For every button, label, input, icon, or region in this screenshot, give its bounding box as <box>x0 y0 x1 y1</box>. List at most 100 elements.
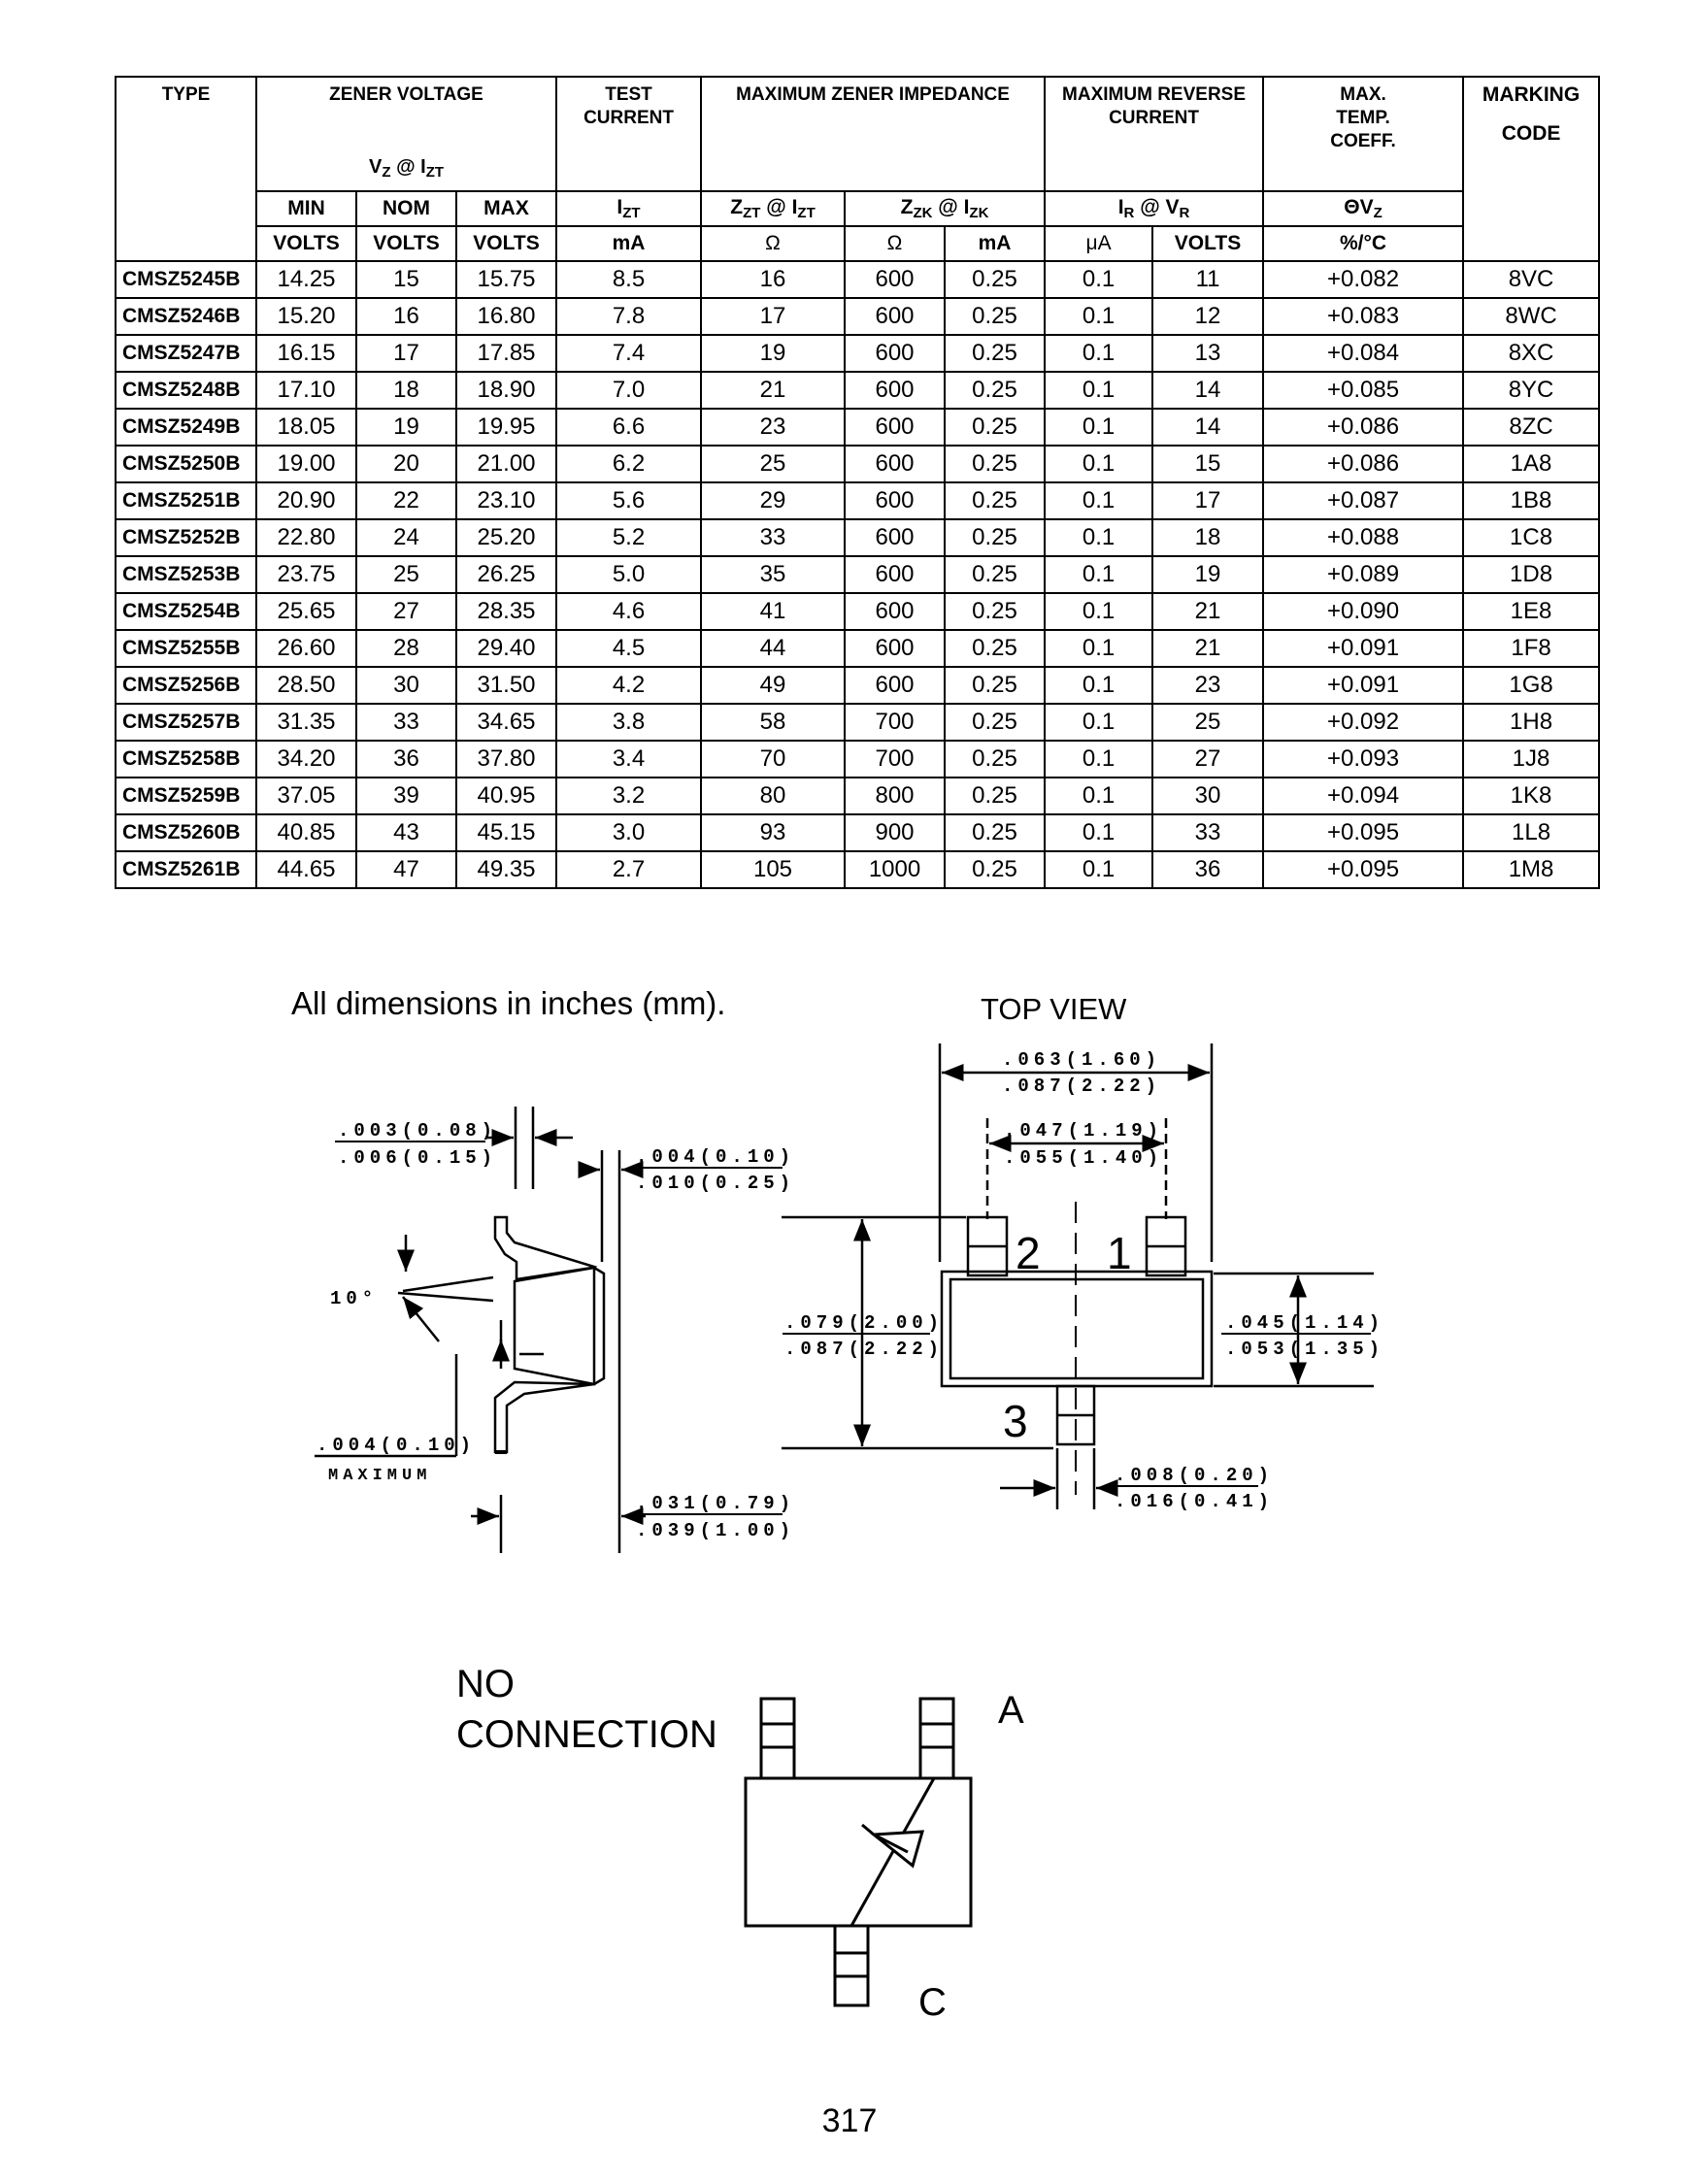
dim-label: MAXIMUM <box>328 1467 431 1485</box>
sub-ir: IR @ VR <box>1044 190 1265 227</box>
value-cell: 45.15 <box>454 813 558 852</box>
value-cell: 11 <box>1151 260 1265 299</box>
value-cell: 17 <box>700 297 847 336</box>
zener-voltage-label: ZENER VOLTAGE <box>329 84 483 105</box>
top-body <box>940 1270 1214 1388</box>
zener-bar <box>861 1823 909 1854</box>
value-cell: 33 <box>700 518 847 557</box>
side-view-dims: .003(0.08) .006(0.15) .004(0.10) .010(0.… <box>316 1120 795 1541</box>
value-cell: 700 <box>844 703 947 742</box>
value-cell: 0.1 <box>1044 408 1154 447</box>
value-cell: 0.25 <box>944 408 1047 447</box>
cathode-label: C <box>918 1981 947 2024</box>
value-cell: 2.7 <box>555 850 703 889</box>
header-type: TYPE <box>115 76 257 262</box>
value-cell: 0.1 <box>1044 703 1154 742</box>
dim-label: .055(1.40) <box>1004 1147 1163 1169</box>
nc-label: CONNECTION <box>456 1713 717 1756</box>
value-cell: +0.086 <box>1262 445 1465 483</box>
pin-label-1: 1 <box>1107 1228 1132 1278</box>
value-cell: 47 <box>355 850 457 889</box>
value-cell: 600 <box>844 334 947 373</box>
side-view <box>315 1107 646 1553</box>
nc-label: NO <box>456 1663 515 1705</box>
value-cell: 33 <box>1151 813 1265 852</box>
value-cell: 34.65 <box>454 703 558 742</box>
page-number: 317 <box>821 2102 878 2139</box>
value-cell: 14 <box>1151 408 1265 447</box>
value-cell: 600 <box>844 666 947 705</box>
value-cell: 0.1 <box>1044 740 1154 778</box>
value-cell: 8WC <box>1462 297 1601 336</box>
value-cell: 8.5 <box>555 260 703 299</box>
value-cell: 27 <box>1151 740 1265 778</box>
value-cell: 13 <box>1151 334 1265 373</box>
dim-label: .004(0.10) <box>636 1146 795 1168</box>
pin-2 <box>966 1215 1009 1277</box>
value-cell: 40.85 <box>255 813 357 852</box>
value-cell: 0.1 <box>1044 371 1154 410</box>
header-line: MARKING <box>1482 83 1581 106</box>
value-cell: 20.90 <box>255 481 357 520</box>
value-cell: 37.05 <box>255 777 357 815</box>
value-cell: 6.2 <box>555 445 703 483</box>
value-cell: 8XC <box>1462 334 1601 373</box>
dim-label: .063(1.60) <box>1002 1049 1161 1071</box>
value-cell: 16 <box>355 297 457 336</box>
header-marking-code: MARKING CODE <box>1462 76 1601 262</box>
value-cell: 600 <box>844 629 947 668</box>
value-cell: 0.1 <box>1044 297 1154 336</box>
dim-label: .047(1.19) <box>1004 1120 1163 1142</box>
value-cell: 3.8 <box>555 703 703 742</box>
value-cell: +0.089 <box>1262 555 1465 594</box>
sub-izt: IZT <box>555 190 703 227</box>
dim-label: .087(2.22) <box>784 1339 944 1360</box>
value-cell: +0.095 <box>1262 850 1465 889</box>
value-cell: +0.082 <box>1262 260 1465 299</box>
value-cell: 7.8 <box>555 297 703 336</box>
value-cell: 1K8 <box>1462 777 1601 815</box>
dim-label: .006(0.15) <box>338 1147 497 1169</box>
dim-label: .008(0.20) <box>1115 1465 1274 1486</box>
angle-line-1 <box>402 1275 494 1293</box>
value-cell: 0.25 <box>944 555 1047 594</box>
type-cell: CMSZ5253B <box>115 555 257 594</box>
value-cell: 3.2 <box>555 777 703 815</box>
pin-3 <box>1055 1384 1096 1446</box>
value-cell: 36 <box>1151 850 1265 889</box>
top-body-inner <box>949 1277 1205 1380</box>
value-cell: 25 <box>1151 703 1265 742</box>
dim-label: .031(0.79) <box>636 1493 795 1514</box>
value-cell: 0.1 <box>1044 666 1154 705</box>
value-cell: +0.088 <box>1262 518 1465 557</box>
value-cell: 28.50 <box>255 666 357 705</box>
value-cell: +0.091 <box>1262 629 1465 668</box>
upper-lead <box>493 1215 598 1281</box>
value-cell: 0.25 <box>944 297 1047 336</box>
value-cell: 1D8 <box>1462 555 1601 594</box>
value-cell: 0.1 <box>1044 260 1154 299</box>
value-cell: +0.086 <box>1262 408 1465 447</box>
value-cell: 15 <box>1151 445 1265 483</box>
value-cell: 8VC <box>1462 260 1601 299</box>
value-cell: 23.10 <box>454 481 558 520</box>
value-cell: 0.1 <box>1044 629 1154 668</box>
unit-cell: VOLTS <box>1151 225 1265 262</box>
header-line: CURRENT <box>1109 108 1199 128</box>
value-cell: 0.1 <box>1044 445 1154 483</box>
value-cell: 0.25 <box>944 666 1047 705</box>
value-cell: 44.65 <box>255 850 357 889</box>
value-cell: 0.25 <box>944 777 1047 815</box>
value-cell: 35 <box>700 555 847 594</box>
type-cell: CMSZ5250B <box>115 445 257 483</box>
unit-cell: Ω <box>844 225 947 262</box>
value-cell: 17 <box>1151 481 1265 520</box>
header-temp-coeff: MAX. TEMP. COEFF. <box>1262 76 1465 192</box>
